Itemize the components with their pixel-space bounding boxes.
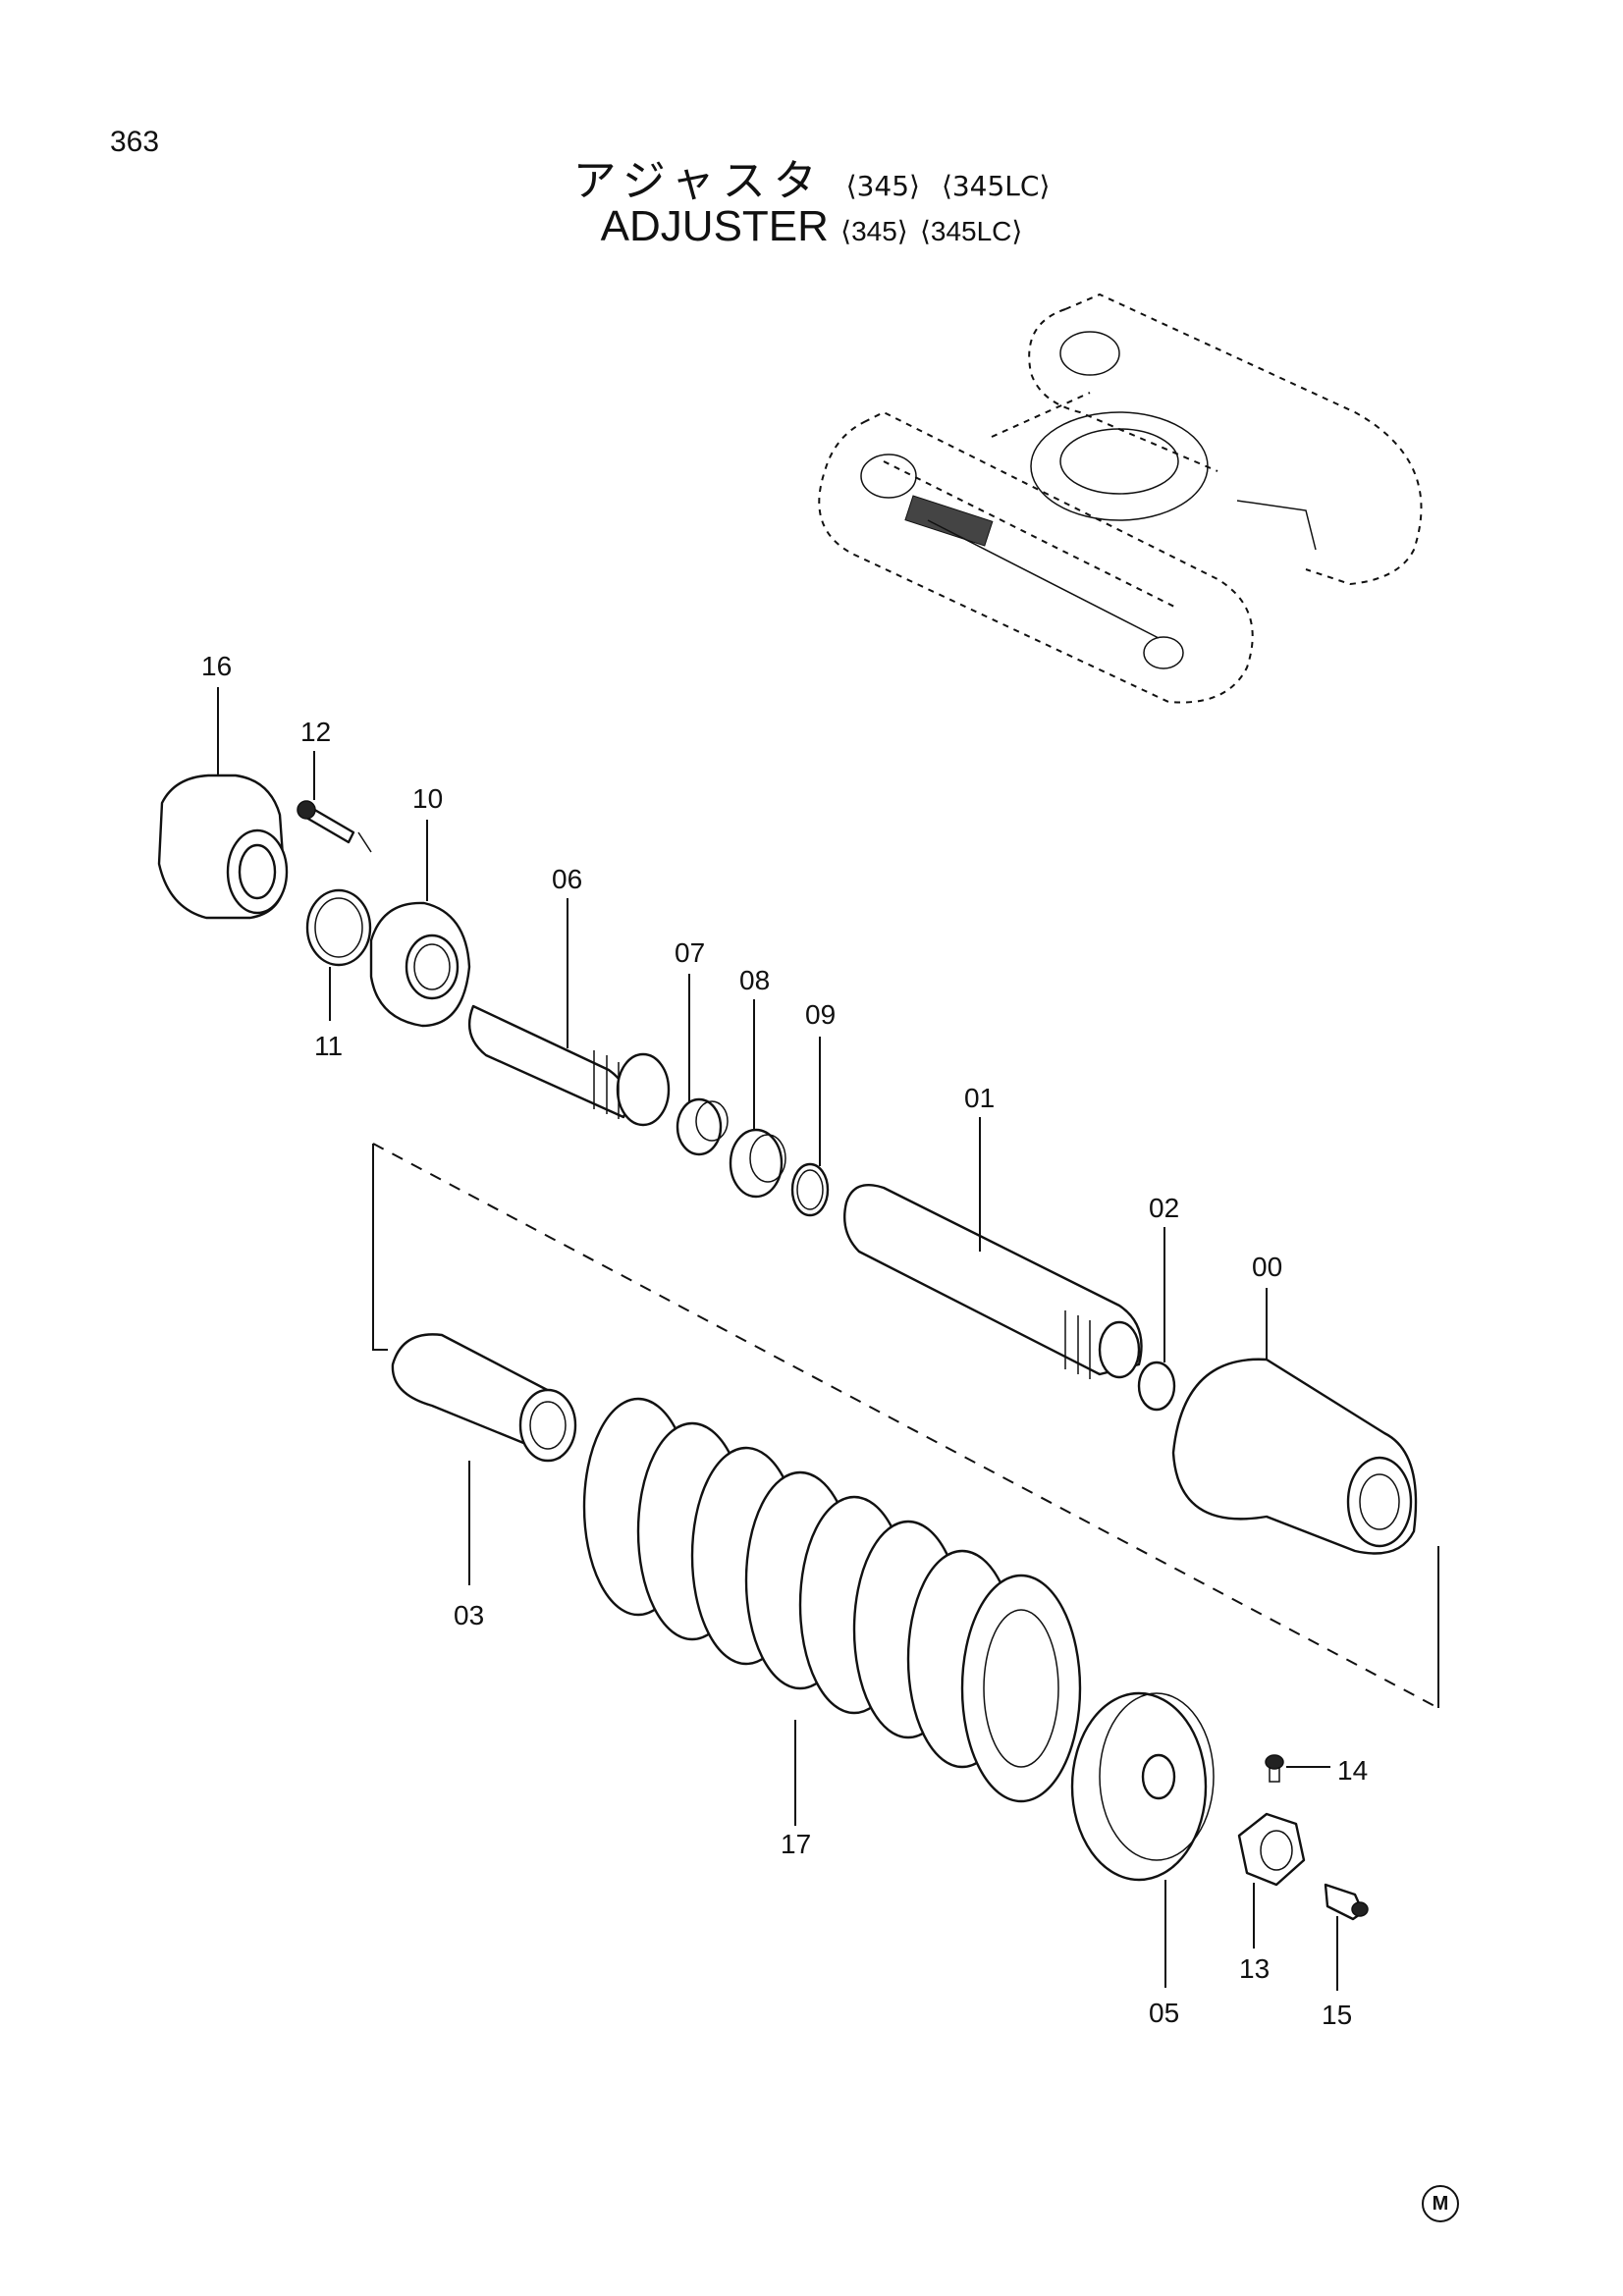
callout-05: 05 [1149,1998,1179,2028]
callout-13: 13 [1239,1953,1270,1984]
assembly-line [372,1143,1439,1709]
title-variant-345: ⟨345⟩ [845,170,920,202]
part-01-cylinder [842,1183,1143,1379]
part-03-spacer [391,1333,577,1463]
part-08-packing [729,1128,786,1199]
title-variant-345-en: ⟨345⟩ [840,216,908,246]
callout-17: 17 [781,1829,811,1859]
part-16-bracket [157,774,289,920]
callout-labels: 16 12 10 06 07 08 09 01 02 00 11 03 17 1… [201,651,1368,2030]
part-05-disc [1070,1691,1215,1882]
part-06-piston-rod [468,1004,671,1127]
title-english-name: ADJUSTER [600,202,829,250]
title-japanese-name: アジャスタ [572,156,825,206]
callout-08: 08 [739,965,770,995]
callout-12: 12 [300,717,331,747]
callout-00: 00 [1252,1252,1282,1282]
page-number: 363 [110,126,160,158]
part-10-flange [369,901,471,1028]
title-japanese: アジャスタ ⟨345⟩ ⟨345LC⟩ [0,145,1623,208]
callout-16: 16 [201,651,232,681]
part-00-housing [1171,1358,1418,1555]
callout-11: 11 [314,1031,343,1061]
manufacturer-mark: M [1422,2185,1459,2222]
callout-07: 07 [675,937,705,968]
callout-03: 03 [454,1600,484,1630]
callout-06: 06 [552,864,582,894]
part-14-plug [1265,1754,1330,1783]
title-english: ADJUSTER ⟨345⟩ ⟨345LC⟩ [0,202,1623,251]
part-12-bolt [297,800,372,853]
title-variant-345lc-en: ⟨345LC⟩ [919,216,1023,246]
part-09-snap-ring [790,1162,830,1217]
callout-14: 14 [1337,1755,1368,1786]
title-variant-345lc: ⟨345LC⟩ [941,170,1051,202]
callout-15: 15 [1322,2000,1352,2030]
callout-09: 09 [805,999,836,1030]
part-07-ring [676,1097,729,1156]
part-02-o-ring [1137,1361,1176,1412]
callout-10: 10 [412,783,443,814]
callout-02: 02 [1149,1193,1179,1223]
part-11-ring [305,888,372,967]
part-13-nut [1237,1812,1306,1887]
callout-01: 01 [964,1083,995,1113]
part-17-spring [582,1397,1082,1803]
part-15-grease-fitting [1324,1883,1369,1921]
leader-lines [217,687,1338,1991]
undercarriage-overview [818,293,1423,704]
